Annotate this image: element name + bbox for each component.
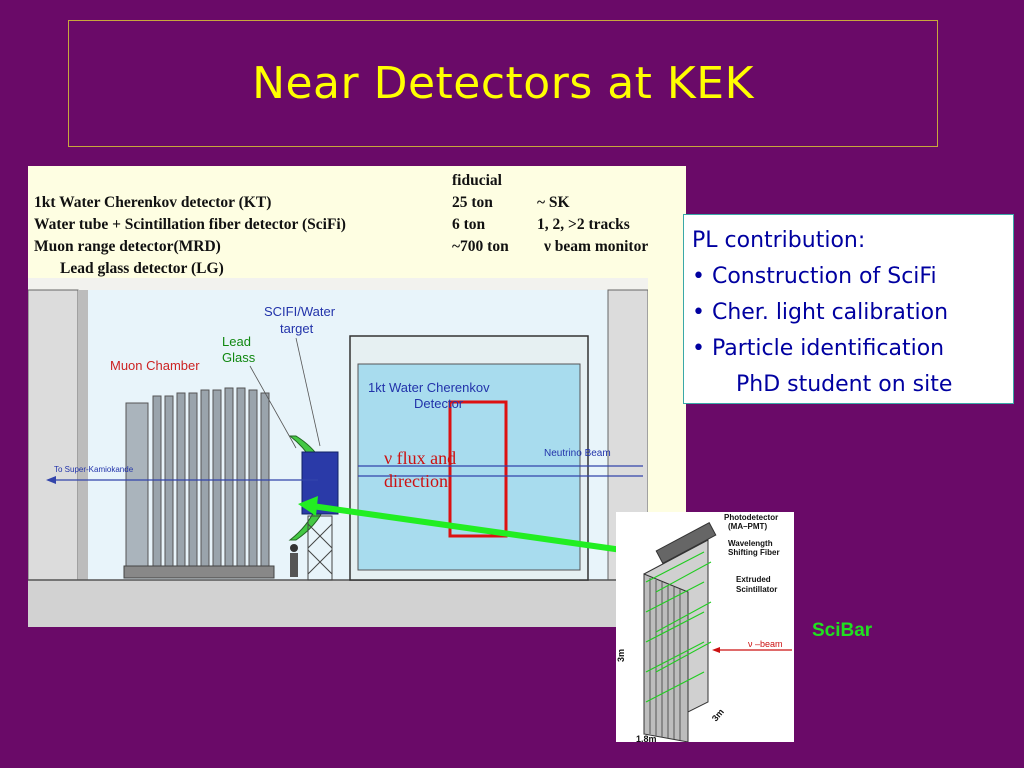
fiducial-header: fiducial (452, 172, 502, 189)
title-frame: Near Detectors at KEK (68, 20, 938, 147)
flux-label-line2: direction (384, 471, 448, 491)
pl-sub-item: PhD student on site (736, 372, 953, 397)
flux-label-line1: ν flux and (384, 448, 456, 468)
dim-3m-left: 3m (616, 649, 626, 662)
detector-name: Muon range detector(MRD) (34, 238, 221, 255)
pl-item: • Construction of SciFi (692, 264, 937, 289)
table-row: Water tube + Scintillation fiber detecto… (34, 216, 684, 238)
slide-title: Near Detectors at KEK (252, 58, 754, 109)
shifting-fiber-label: Shifting Fiber (728, 548, 780, 557)
table-header-row: fiducial (34, 172, 684, 194)
pl-item: • Cher. light calibration (692, 300, 949, 325)
detector-role: ~ SK (537, 194, 570, 211)
detector-table: fiducial 1kt Water Cherenkov detector (K… (34, 170, 684, 280)
photodetector-label: Photodetector (724, 513, 778, 522)
detector-mass: 6 ton (452, 216, 486, 233)
ma-pmt-label: (MA–PMT) (728, 522, 767, 531)
neutrino-beam-arrows (46, 465, 643, 484)
scibar-scintillator-block (643, 522, 717, 742)
detector-mass: ~700 ton (452, 238, 509, 255)
table-row: Muon range detector(MRD) ~700 ton ν beam… (34, 238, 684, 260)
wavelength-label: Wavelength (728, 539, 773, 548)
muon-chamber-label: Muon Chamber (110, 358, 200, 373)
pl-contribution-box: PL contribution: • Construction of SciFi… (683, 214, 1014, 404)
scifi-water-label: SCIFI/Water (264, 304, 336, 319)
detector-role: ν beam monitor (544, 238, 649, 255)
pl-item: • Particle identification (692, 336, 945, 361)
detector-name: Water tube + Scintillation fiber detecto… (34, 216, 346, 233)
dim-18m: 1.8m (636, 734, 657, 742)
kt-title-label: 1kt Water Cherenkov (368, 380, 490, 395)
detector-role: 1, 2, >2 tracks (537, 216, 630, 233)
detector-mass: 25 ton (452, 194, 493, 211)
detector-name: Lead glass detector (LG) (60, 260, 224, 277)
lead-label: Lead (222, 334, 251, 349)
pl-heading: PL contribution: (692, 228, 866, 253)
scibar-figure: Photodetector (MA–PMT) Wavelength Shifti… (616, 512, 794, 742)
glass-label: Glass (222, 350, 256, 365)
extruded-label: Extruded (736, 575, 771, 584)
kt-detector-label: Detector (414, 396, 464, 411)
target-label: target (280, 321, 314, 336)
beam-label: ν –beam (748, 639, 783, 649)
detector-name: 1kt Water Cherenkov detector (KT) (34, 194, 272, 211)
table-row: 1kt Water Cherenkov detector (KT) 25 ton… (34, 194, 684, 216)
neutrino-beam-label: Neutrino Beam (544, 448, 611, 459)
table-row: Lead glass detector (LG) (34, 260, 684, 282)
scibar-diagram: Photodetector (MA–PMT) Wavelength Shifti… (616, 513, 792, 742)
scibar-label: SciBar (812, 620, 873, 641)
to-kamiokande-label: To Super-Kamiokande (54, 465, 134, 474)
dim-3m-right: 3m (710, 707, 726, 723)
scintillator-label: Scintillator (736, 585, 777, 594)
